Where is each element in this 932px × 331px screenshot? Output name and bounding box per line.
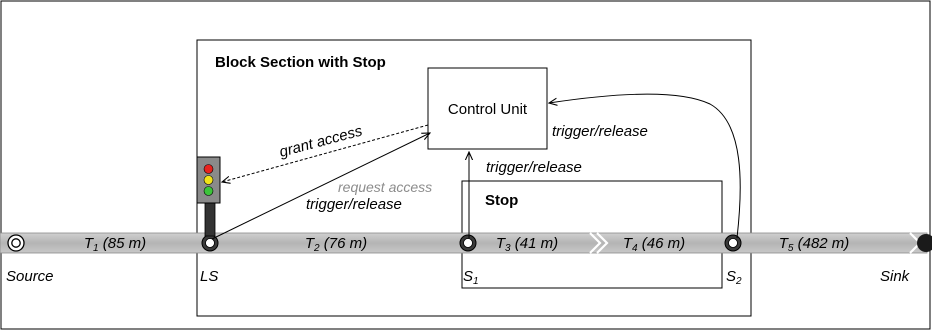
track-label-t2-length: (76 m) xyxy=(320,235,368,252)
request-access-label: request access xyxy=(338,179,432,195)
control-unit-box xyxy=(427,67,548,150)
source-node-icon xyxy=(7,234,25,252)
s2-label: S2 xyxy=(726,268,742,287)
block-section-title: Block Section with Stop xyxy=(215,54,386,71)
track-label-t2-sub: 2 xyxy=(313,243,320,254)
track-label-t3-base: T xyxy=(496,235,507,252)
track-label-t4: T4 (46 m) xyxy=(623,235,685,254)
s1-label-base: S xyxy=(463,268,473,285)
track-label-t5-base: T xyxy=(779,235,790,252)
s2-trigger-arrow xyxy=(549,93,741,239)
s1-label: S1 xyxy=(463,268,479,287)
sink-label: Sink xyxy=(880,268,911,285)
stop-label: Stop xyxy=(485,192,518,209)
ls-label: LS xyxy=(200,268,218,285)
sink-node-icon xyxy=(917,234,932,252)
s2-trigger-release-label: trigger/release xyxy=(552,123,648,140)
track-label-t5-sub: 5 xyxy=(788,243,794,254)
track-label-t1-base: T xyxy=(84,235,95,252)
track-label-t4-length: (46 m) xyxy=(638,235,686,252)
track-label-t3: T3 (41 m) xyxy=(496,235,558,254)
track-label-t4-base: T xyxy=(623,235,634,252)
track-label-t5-length: (482 m) xyxy=(793,235,849,252)
ls-trigger-release-label: trigger/release xyxy=(306,196,402,213)
control-unit-label: Control Unit xyxy=(448,101,528,118)
track-label-t3-sub: 3 xyxy=(505,243,511,254)
track-label-t2-base: T xyxy=(305,235,316,252)
track-chevron xyxy=(589,232,609,254)
track-label-t3-length: (41 m) xyxy=(511,235,559,252)
ls-trigger-arrow xyxy=(211,133,430,240)
track-label-t4-sub: 4 xyxy=(632,243,638,254)
s2-label-base: S xyxy=(726,268,736,285)
source-label: Source xyxy=(6,268,54,285)
s1-sensor-icon xyxy=(459,234,477,252)
track-label-t1: T1 (85 m) xyxy=(84,235,146,254)
s2-label-sub: 2 xyxy=(735,276,742,287)
s1-label-sub: 1 xyxy=(473,276,479,287)
s2-sensor-icon xyxy=(724,234,742,252)
track-label-t5: T5 (482 m) xyxy=(779,235,850,254)
traffic-light-icon xyxy=(196,156,221,237)
track-label-t1-sub: 1 xyxy=(93,243,99,254)
track-label-t1-length: (85 m) xyxy=(99,235,147,252)
grant-access-arrow xyxy=(222,124,429,182)
s1-trigger-release-label: trigger/release xyxy=(486,159,582,176)
track-label-t2: T2 (76 m) xyxy=(305,235,367,254)
